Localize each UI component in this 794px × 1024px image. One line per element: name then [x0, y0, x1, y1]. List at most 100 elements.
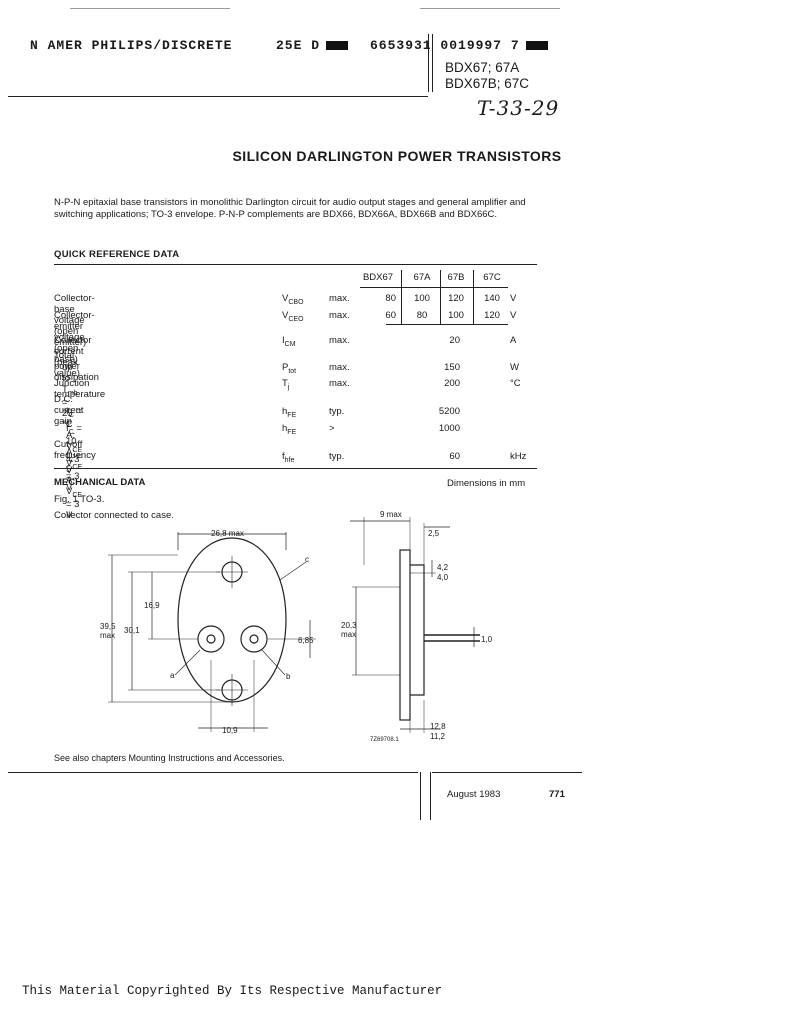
col-divider-3	[473, 270, 474, 324]
footer-rule	[8, 772, 418, 773]
intro-text: N-P-N epitaxial base transistors in mono…	[54, 197, 526, 220]
row-val-hfe2: 1000	[438, 423, 460, 434]
row-label-tj: Junction temperature	[54, 378, 106, 400]
col-header-2: 67B	[447, 272, 465, 283]
row-label-icm: Collector current (peak value)	[54, 335, 92, 379]
dim-2-5: 2,5	[428, 529, 440, 538]
row-label-ptot: Total power dissipation	[54, 350, 99, 383]
figure-code: 7Z69708.1	[370, 737, 399, 743]
dim-4-0: 4,0	[437, 573, 449, 582]
row-label2-hfe2: IC = 10 A; VCE = 3 V	[66, 423, 82, 493]
top-rule-left	[70, 8, 230, 9]
row-unit-tj: °C	[510, 378, 521, 389]
dim-20-3: 20,3	[341, 621, 357, 630]
col-divider-1	[401, 270, 402, 324]
row-qual-fhfe: typ.	[329, 451, 345, 462]
row-label2-hfe1: IC = 1 A; VCE = 3 V	[66, 406, 83, 476]
row-sym-hfe1: hFE	[282, 406, 297, 419]
header-rule	[8, 96, 428, 97]
row-sym-ptot: Ptot	[282, 362, 297, 375]
row-val-vceo-3: 120	[484, 310, 500, 321]
can-body	[410, 564, 425, 696]
col-header-1: 67A	[413, 272, 431, 283]
row-label-vceo: Collector-emitter voltage (open base)	[54, 310, 95, 365]
col-header-3: 67C	[483, 272, 501, 283]
header-divider-2	[432, 34, 433, 92]
footer-rule-right	[432, 772, 582, 773]
dim-1-0: 1,0	[481, 635, 493, 644]
row-val-vceo-1: 80	[416, 310, 428, 321]
to3-side-view	[350, 517, 480, 733]
publication-date: August 1983	[447, 789, 501, 800]
col-header-0: BDX67	[362, 272, 394, 283]
collector-note: Collector connected to case.	[54, 510, 174, 521]
dim-4-2: 4,2	[437, 563, 449, 572]
dim-30-1: 30,1	[124, 626, 140, 635]
dim-26-8: 26,8 max	[211, 529, 244, 538]
label-a: a	[170, 671, 175, 680]
row-label2-fhfe: IC = 5 A; VCE = 3 V	[66, 451, 83, 521]
row-val-icm: 20	[449, 335, 460, 346]
dimensions-note: Dimensions in mm	[447, 478, 526, 489]
row-sym-tj: Tj	[282, 378, 290, 391]
quick-ref-rule	[54, 264, 537, 265]
row-qual-tj: max.	[329, 378, 350, 389]
company-name: N AMER PHILIPS/DISCRETE	[30, 38, 233, 53]
footer-divider	[420, 772, 421, 820]
row-sym-icm: ICM	[282, 335, 296, 348]
row-val-vcbo-3: 140	[484, 293, 500, 304]
row-label-vcbo: Collector-base voltage (open emitter)	[54, 293, 95, 348]
row-sym-fhfe: fhfe	[282, 451, 295, 464]
dim-9-max: 9 max	[380, 510, 402, 519]
row-qual-hfe2: >	[329, 423, 335, 434]
dim-12-8: 12,8	[430, 722, 446, 731]
type-numbers-2: BDX67B; 67C	[445, 76, 530, 91]
row-val-fhfe: 60	[449, 451, 460, 462]
row-val-hfe1: 5200	[438, 406, 460, 417]
quick-ref-bottom-rule	[54, 468, 537, 469]
barcode-number: 6653931 0019997 7	[370, 38, 554, 53]
dim-6-85: 6,85	[298, 636, 314, 645]
row-val-tj: 200	[444, 378, 460, 389]
see-also-note: See also chapters Mounting Instructions …	[54, 753, 285, 763]
footer-divider-2	[430, 772, 431, 820]
quick-ref-heading: QUICK REFERENCE DATA	[54, 249, 180, 260]
header-divider	[428, 34, 429, 92]
dim-10-9: 10,9	[222, 726, 238, 735]
row-qual-icm: max.	[329, 335, 350, 346]
row-qual-vceo: max.	[329, 310, 350, 321]
row-label-fhfe: Cut-off frequency	[54, 439, 96, 461]
label-c: c	[305, 555, 309, 564]
dim-20-3-max: max	[341, 630, 357, 639]
row-val-ptot: 150	[444, 362, 460, 373]
row-label2-ptot: up to Tmb = 25 °C	[62, 362, 78, 430]
copyright-notice: This Material Copyrighted By Its Respect…	[22, 984, 443, 998]
row-unit-icm: A	[510, 335, 517, 346]
row-qual-vcbo: max.	[329, 293, 350, 304]
row-unit-vcbo: V	[510, 293, 517, 304]
to3-front-view	[108, 532, 316, 732]
flange	[399, 549, 411, 721]
barcode-bar	[326, 41, 349, 51]
dim-39-5-max: max	[100, 631, 116, 640]
col-divider-2	[440, 270, 441, 324]
barcode-bar-end	[525, 41, 548, 51]
type-numbers-1: BDX67; 67A	[445, 60, 520, 75]
row-unit-fhfe: kHz	[510, 451, 527, 462]
col-header-rule	[360, 287, 508, 288]
dim-11-2: 11,2	[430, 732, 445, 741]
row-unit-vceo: V	[510, 310, 517, 321]
row-val-vcbo-1: 100	[414, 293, 430, 304]
pin-a-inner	[206, 634, 216, 644]
row-sym-vceo: VCEO	[282, 310, 304, 323]
pin-b-outer	[240, 625, 268, 653]
page-number: 771	[549, 789, 565, 800]
row-sym-hfe2: hFE	[282, 423, 297, 436]
row-qual-hfe1: typ.	[329, 406, 345, 417]
pin-a-outer	[197, 625, 225, 653]
row-label-hfe: D.C. current gain	[54, 394, 84, 427]
row-val-vcbo-2: 120	[448, 293, 464, 304]
top-rule-right	[420, 8, 560, 9]
dim-39-5: 39,5	[100, 622, 116, 631]
values-under-rule	[386, 324, 508, 325]
